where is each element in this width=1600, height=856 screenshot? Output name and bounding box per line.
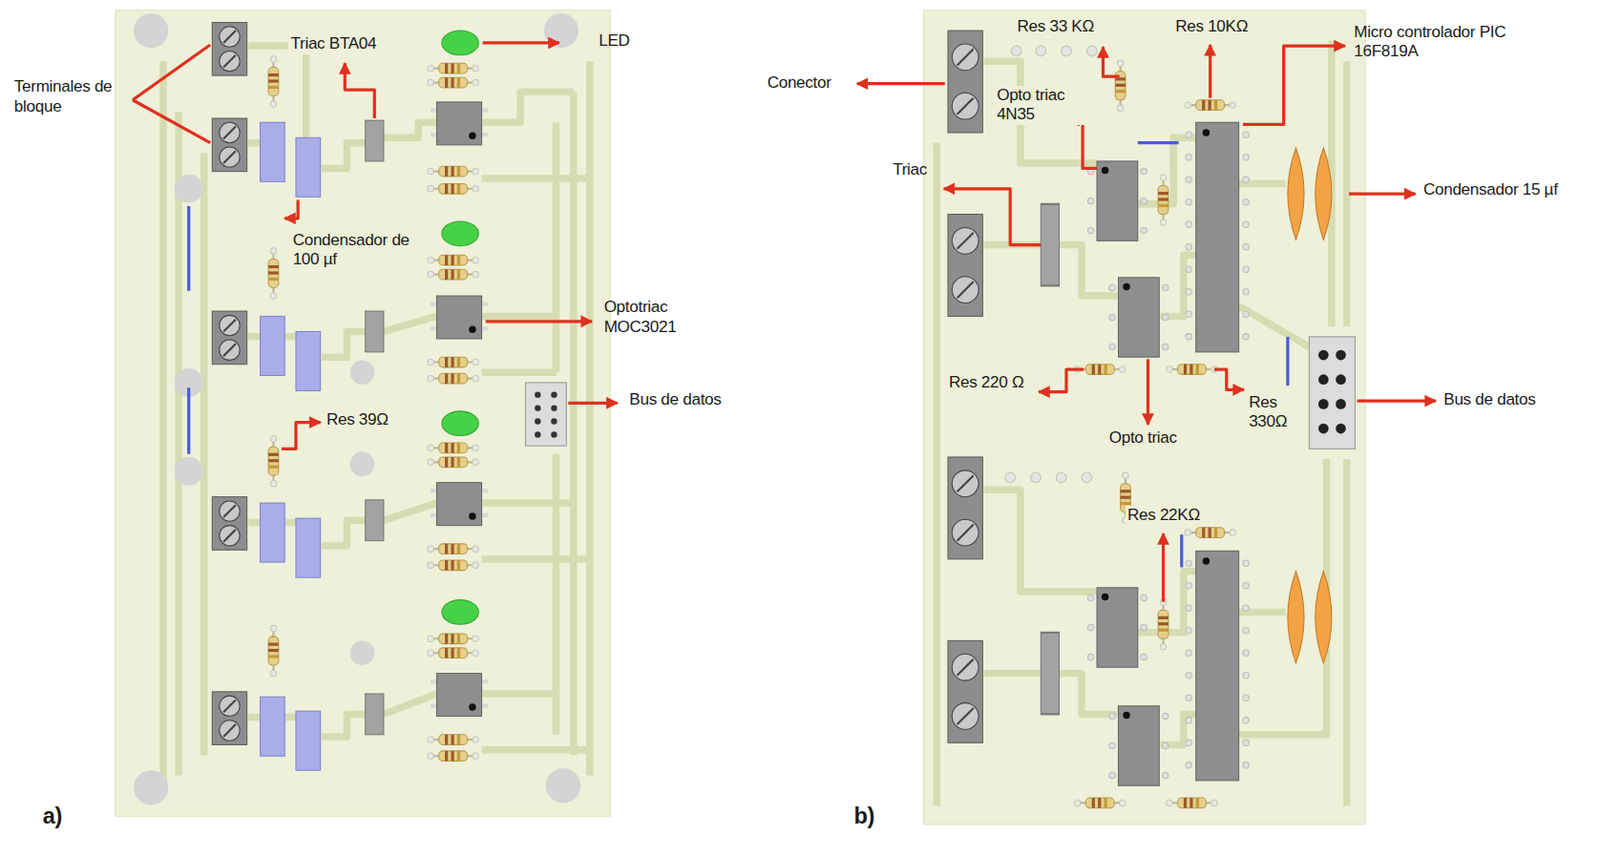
copper-traces xyxy=(163,45,590,797)
terminal-block xyxy=(211,22,247,746)
part-label: Micro controlador PIC 16F819A xyxy=(1351,22,1509,63)
resistor-symbol xyxy=(268,56,479,762)
optotriac-chip xyxy=(430,102,488,717)
part-label: Res 330Ω xyxy=(1246,393,1300,433)
part-label: Res 22KΩ xyxy=(1125,505,1202,527)
triac-symbol xyxy=(1040,204,1059,716)
resistor-symbol xyxy=(1074,60,1237,809)
part-label: Res 10KΩ xyxy=(1173,17,1250,38)
data-bus-connector xyxy=(525,382,567,446)
panel-letter: a) xyxy=(41,802,64,830)
jumper-wire xyxy=(1137,143,1288,569)
part-label: Terminales de bloque xyxy=(12,77,129,117)
pcb-board-a xyxy=(115,10,611,818)
part-label: Triac BTA04 xyxy=(288,34,379,55)
data-bus-connector xyxy=(1308,336,1355,450)
panel-letter: b) xyxy=(852,802,878,830)
leader-arrow xyxy=(132,42,1436,603)
copper-traces xyxy=(936,41,1348,807)
part-label: Condensador de 100 µf xyxy=(291,231,416,271)
part-label: Res 220 Ω xyxy=(947,373,1027,394)
part-label: Optotriac MOC3021 xyxy=(602,297,704,337)
part-label: Triac xyxy=(890,160,929,181)
jumper-wire xyxy=(187,206,190,455)
led-symbol xyxy=(442,30,479,625)
capacitor xyxy=(260,122,321,771)
part-label: Condensador 15 µf xyxy=(1421,180,1560,201)
part-label: Res 39Ω xyxy=(324,410,391,431)
optotriac-chip xyxy=(1087,161,1168,786)
microcontroller-chip xyxy=(1185,122,1249,781)
part-label: Bus de datos xyxy=(1441,390,1537,411)
part-label: LED xyxy=(596,31,632,52)
part-label: Bus de datos xyxy=(627,390,723,411)
part-label: Opto triac 4N35 xyxy=(994,85,1086,126)
part-label: Opto triac xyxy=(1107,428,1179,449)
part-label: Res 33 KΩ xyxy=(1015,17,1096,38)
pcb-board-b xyxy=(923,10,1366,825)
part-label: Conector xyxy=(765,73,834,94)
mounting-hole xyxy=(133,13,581,806)
